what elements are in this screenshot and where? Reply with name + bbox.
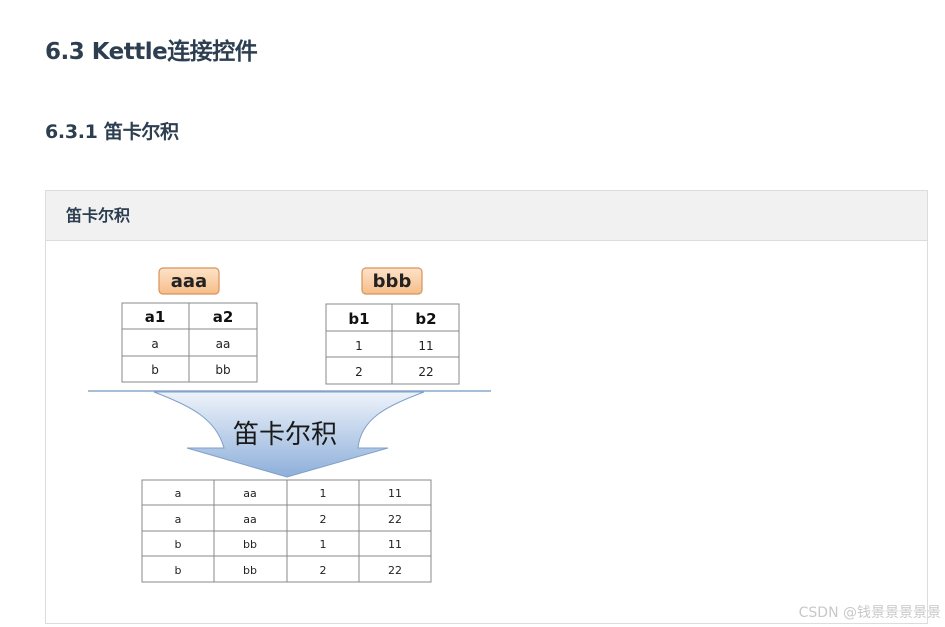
result-cell: a xyxy=(175,487,182,500)
table-b-cell: 22 xyxy=(418,365,433,379)
table-b-cell: 1 xyxy=(355,339,363,353)
table-b-name: bbb xyxy=(373,271,412,292)
operation-label: 笛卡尔积 xyxy=(233,420,337,450)
result-cell: bb xyxy=(243,564,257,577)
table-a-cell: a xyxy=(151,337,158,351)
table-b-cell: 2 xyxy=(355,365,363,379)
result-cell: 1 xyxy=(320,538,327,551)
result-cell: b xyxy=(175,538,182,551)
result-cell: 2 xyxy=(320,564,327,577)
result-cell: 11 xyxy=(388,487,402,500)
table-a-cell: bb xyxy=(215,363,230,377)
result-cell: bb xyxy=(243,538,257,551)
table-a-name: aaa xyxy=(171,271,207,292)
result-cell: b xyxy=(175,564,182,577)
panel-title: 笛卡尔积 xyxy=(46,191,927,241)
cartesian-product-diagram: aaa a1 a2 a aa b bb bbb xyxy=(88,267,491,583)
result-cell: 22 xyxy=(388,513,402,526)
result-cell: a xyxy=(175,513,182,526)
result-cell: aa xyxy=(243,513,256,526)
table-a-header-1: a1 xyxy=(145,308,166,326)
table-a-name-tag: aaa xyxy=(158,267,220,295)
watermark: CSDN @钱景景景景景 xyxy=(798,605,941,621)
table-a-header-2: a2 xyxy=(213,308,234,326)
table-a-cell: aa xyxy=(216,337,231,351)
table-b xyxy=(325,303,460,385)
subsection-heading: 6.3.1 笛卡尔积 xyxy=(45,121,179,143)
result-cell: aa xyxy=(243,487,256,500)
result-cell: 11 xyxy=(388,538,402,551)
figure-panel: 笛卡尔积 aaa xyxy=(45,190,928,624)
table-b-header-2: b2 xyxy=(415,310,436,328)
table-a-cell: b xyxy=(151,363,159,377)
table-b-name-tag: bbb xyxy=(361,267,423,295)
result-cell: 1 xyxy=(320,487,327,500)
table-b-header-1: b1 xyxy=(348,310,369,328)
section-heading: 6.3 Kettle连接控件 xyxy=(45,39,258,65)
table-b-cell: 11 xyxy=(418,339,433,353)
result-cell: 22 xyxy=(388,564,402,577)
result-table xyxy=(141,479,432,583)
funnel-arrow xyxy=(153,391,425,478)
result-cell: 2 xyxy=(320,513,327,526)
table-a xyxy=(121,302,258,383)
